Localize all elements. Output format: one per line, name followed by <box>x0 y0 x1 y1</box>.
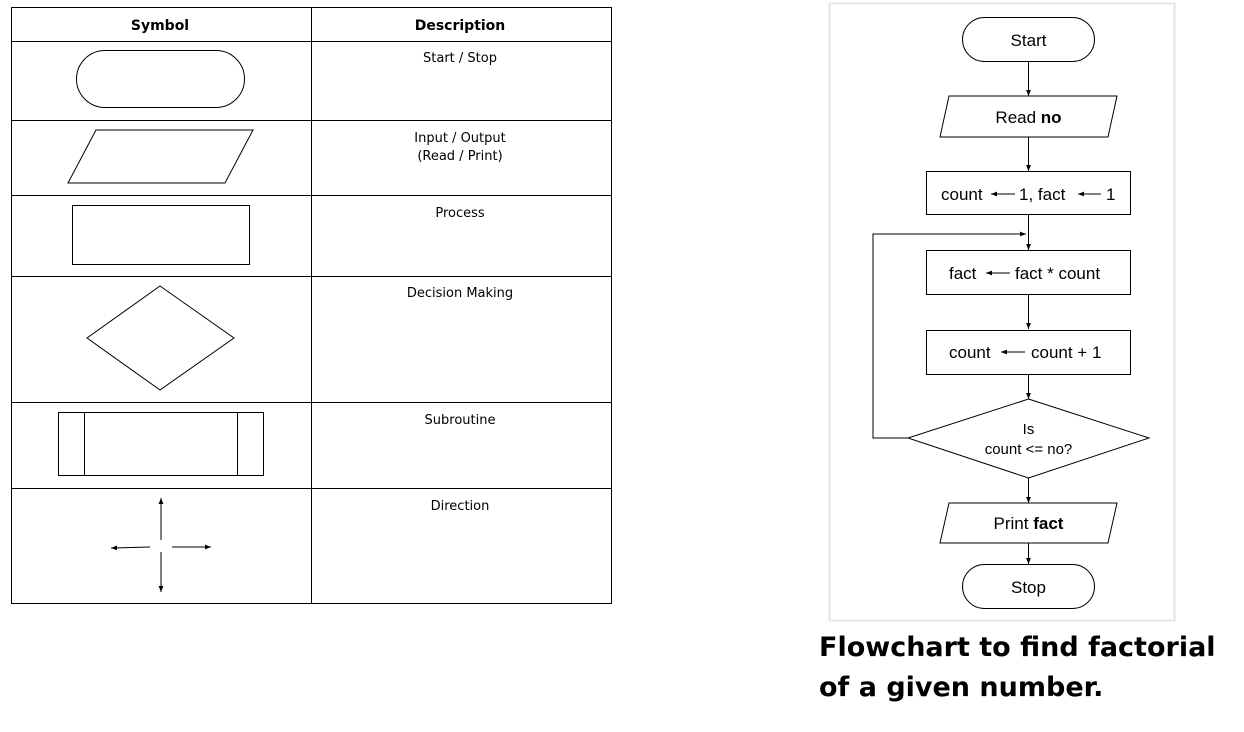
print-output-box <box>939 502 1118 544</box>
decision-diamond <box>906 398 1151 479</box>
direction-arrows-symbol <box>110 498 211 592</box>
multiply-process-box <box>926 250 1131 295</box>
read-variable: no <box>1041 108 1062 127</box>
print-label: Print fact <box>994 514 1064 533</box>
stop-terminator <box>962 564 1095 609</box>
read-keyword: Read <box>995 108 1040 127</box>
description-direction: Direction <box>431 499 490 514</box>
stop-label: Stop <box>1011 578 1046 597</box>
description-read-print: (Read / Print) <box>417 149 502 164</box>
description-decision-making: Decision Making <box>407 286 513 301</box>
description-column-header: Description <box>415 18 506 34</box>
increment-expression-label: count + 1 <box>1031 343 1101 362</box>
increment-process-box <box>926 330 1131 375</box>
process-symbol <box>72 205 250 265</box>
print-variable: fact <box>1033 514 1064 533</box>
loop-back-arrow <box>872 231 1026 439</box>
symbol-column-header: Symbol <box>131 18 189 34</box>
flowchart-caption: Flowchart to find factorial of a given n… <box>819 632 1216 703</box>
terminator-symbol <box>76 50 245 108</box>
description-start-stop: Start / Stop <box>423 51 497 66</box>
multiply-expression-label: fact * count <box>1015 264 1100 283</box>
decision-symbol <box>86 285 235 391</box>
parallelogram-symbol <box>67 129 254 184</box>
decision-label-line2: count <= no? <box>985 441 1073 458</box>
start-label: Start <box>1011 31 1047 50</box>
start-terminator <box>962 17 1095 62</box>
symbol-table <box>11 7 612 604</box>
init-count-label: count <box>941 185 983 204</box>
subroutine-symbol <box>58 412 264 476</box>
flowchart-connectors <box>872 62 1031 564</box>
read-label: Read no <box>995 108 1061 127</box>
description-subroutine: Subroutine <box>425 413 496 428</box>
print-keyword: Print <box>994 514 1034 533</box>
increment-target-label: count <box>949 343 991 362</box>
init-value-label: 1, fact <box>1019 185 1066 204</box>
init-tail-label: 1 <box>1106 185 1115 204</box>
description-process: Process <box>435 206 485 221</box>
decision-label-line1: Is <box>1023 421 1035 438</box>
description-input-output: Input / Output <box>414 131 505 146</box>
init-process-box <box>926 171 1131 215</box>
read-input-box <box>939 95 1118 138</box>
multiply-target-label: fact <box>949 264 977 283</box>
